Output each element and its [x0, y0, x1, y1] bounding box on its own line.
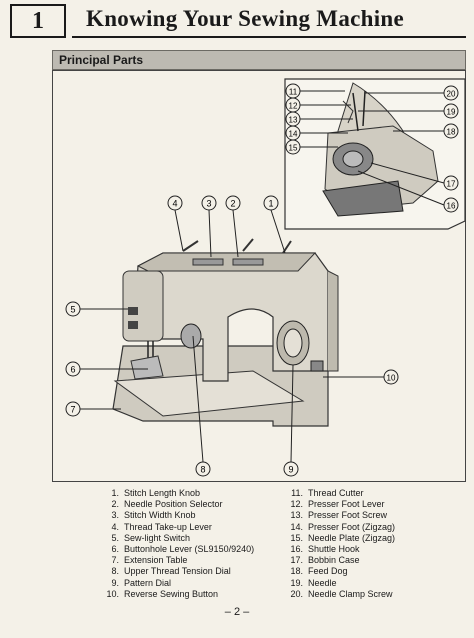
svg-text:11: 11 — [289, 88, 298, 97]
callout-11: 11 — [285, 83, 301, 99]
callout-1: 1 — [263, 195, 279, 211]
list-item: 19.Needle — [290, 577, 337, 588]
svg-text:15: 15 — [289, 144, 298, 153]
callout-5: 5 — [65, 301, 81, 317]
svg-text:5: 5 — [70, 305, 75, 315]
svg-text:7: 7 — [70, 405, 75, 415]
list-item: 5.Sew-light Switch — [111, 532, 191, 543]
svg-text:10: 10 — [387, 374, 396, 383]
callout-20: 20 — [443, 85, 459, 101]
callout-4: 4 — [167, 195, 183, 211]
callout-7: 7 — [65, 401, 81, 417]
callout-14: 14 — [285, 125, 301, 141]
callout-8: 8 — [195, 461, 211, 477]
page-number: – 2 – — [224, 606, 250, 618]
sewing-machine-figure: 4 3 2 1 5 6 7 8 9 10 11 12 13 14 15 20 1… — [52, 70, 466, 482]
list-item: 15.Needle Plate (Zigzag) — [290, 532, 396, 543]
svg-text:2: 2 — [230, 199, 235, 209]
parts-list-right: 11.Thread Cutter 12.Presser Foot Lever 1… — [286, 488, 468, 600]
callout-15: 15 — [285, 139, 301, 155]
list-item: 11.Thread Cutter — [291, 488, 364, 498]
list-item: 9.Pattern Dial — [111, 577, 172, 588]
callout-18: 18 — [443, 123, 459, 139]
svg-text:8: 8 — [200, 465, 205, 475]
svg-text:1: 1 — [268, 199, 273, 209]
chapter-title: Knowing Your Sewing Machine — [86, 6, 405, 31]
list-item: 16.Shuttle Hook — [290, 544, 360, 555]
callout-17: 17 — [443, 175, 459, 191]
list-item: 14.Presser Foot (Zigzag) — [290, 521, 396, 532]
svg-text:19: 19 — [447, 108, 456, 117]
list-item: 6.Buttonhole Lever (SL9150/9240) — [111, 544, 255, 555]
chapter-number: 1 — [10, 4, 66, 38]
list-item: 3.Stitch Width Knob — [111, 510, 196, 521]
svg-text:4: 4 — [172, 199, 177, 209]
svg-text:16: 16 — [447, 202, 456, 211]
list-item: 10.Reverse Sewing Button — [106, 588, 219, 599]
list-item: 2.Needle Position Selector — [111, 499, 223, 510]
list-item: 18.Feed Dog — [290, 566, 348, 577]
list-item: 8.Upper Thread Tension Dial — [111, 566, 231, 577]
callout-3: 3 — [201, 195, 217, 211]
list-item: 20.Needle Clamp Screw — [290, 588, 393, 599]
parts-list-left: 1.Stitch Length Knob 2.Needle Position S… — [102, 488, 277, 600]
header-rule — [72, 36, 466, 38]
callout-13: 13 — [285, 111, 301, 127]
callout-9: 9 — [283, 461, 299, 477]
callout-16: 16 — [443, 197, 459, 213]
list-item: 1.Stitch Length Knob — [111, 488, 201, 498]
chapter-header: 1 Knowing Your Sewing Machine — [10, 4, 466, 38]
list-item: 13.Presser Foot Screw — [290, 510, 388, 521]
svg-text:12: 12 — [289, 102, 298, 111]
svg-text:9: 9 — [288, 465, 293, 475]
svg-text:17: 17 — [447, 180, 456, 189]
list-item: 17.Bobbin Case — [290, 555, 360, 566]
section-title: Principal Parts — [59, 53, 144, 67]
list-item: 4.Thread Take-up Lever — [111, 521, 212, 532]
callout-2: 2 — [225, 195, 241, 211]
svg-text:3: 3 — [206, 199, 211, 209]
svg-text:20: 20 — [447, 90, 456, 99]
section-bar: Principal Parts — [52, 50, 466, 70]
list-item: 12.Presser Foot Lever — [290, 499, 385, 510]
sewing-machine-illustration: 4 3 2 1 5 6 7 8 9 10 11 12 13 14 15 20 1… — [65, 78, 466, 477]
svg-text:6: 6 — [70, 365, 75, 375]
svg-text:13: 13 — [289, 116, 298, 125]
callout-12: 12 — [285, 97, 301, 113]
callout-6: 6 — [65, 361, 81, 377]
svg-text:14: 14 — [289, 130, 298, 139]
svg-text:18: 18 — [447, 128, 456, 137]
callout-10: 10 — [383, 369, 399, 385]
list-item: 7.Extension Table — [111, 555, 188, 566]
callout-19: 19 — [443, 103, 459, 119]
